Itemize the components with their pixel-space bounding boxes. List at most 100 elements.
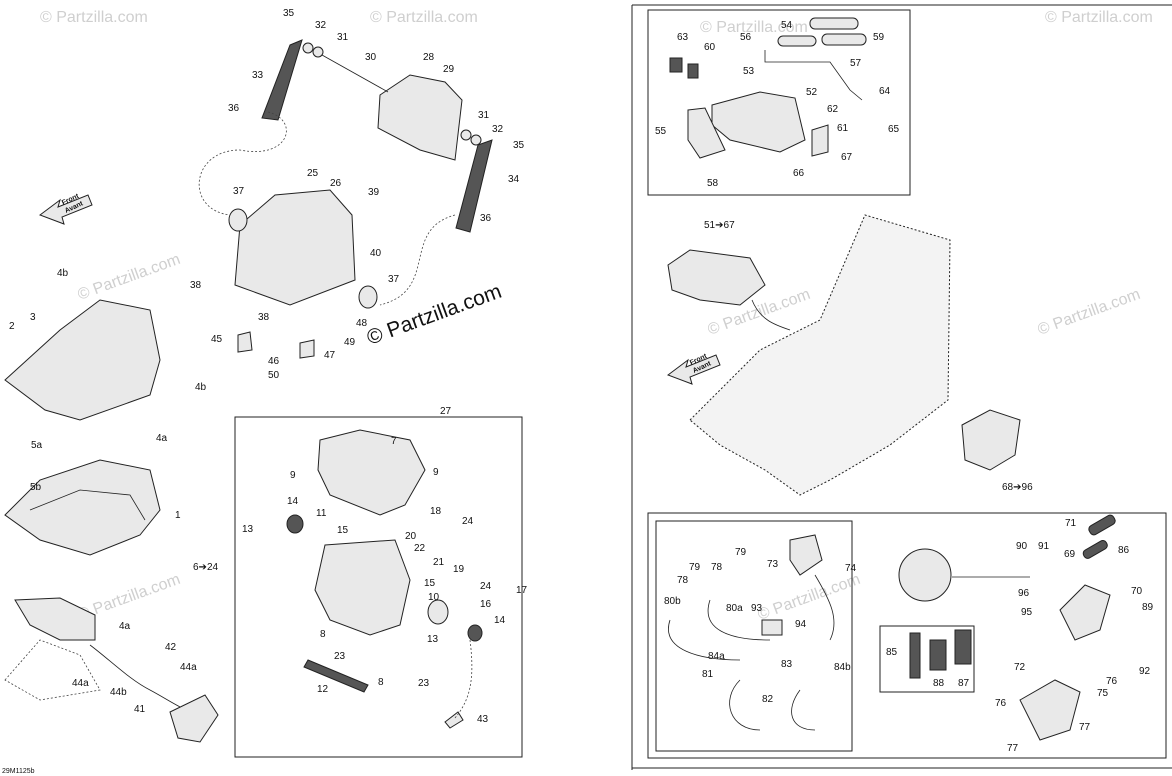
bracket-62 <box>811 124 829 157</box>
washer-32b <box>470 134 482 146</box>
watermark-1: © Partzilla.com <box>40 9 148 26</box>
callout-53: 53 <box>743 66 755 77</box>
backrest-pad <box>377 74 463 161</box>
callout-32b: 32 <box>492 124 504 135</box>
callout-35a: 35 <box>283 8 295 19</box>
plug-86 <box>1082 540 1108 559</box>
grip-59 <box>821 33 867 46</box>
callout-36b: 36 <box>480 213 492 224</box>
callout-32a: 32 <box>315 20 327 31</box>
watermark-7: © Partzilla.com <box>1036 286 1143 339</box>
callout-16: 16 <box>480 599 492 610</box>
cover-68 <box>961 409 1021 471</box>
callout-34: 34 <box>508 174 520 185</box>
wire-80a <box>707 599 771 641</box>
callout-78a: 78 <box>677 575 689 586</box>
callout-55: 55 <box>655 126 667 137</box>
callout-13a: 13 <box>242 524 254 535</box>
handle-wire <box>751 299 791 331</box>
callout-72: 72 <box>1014 662 1026 673</box>
callout-23a: 23 <box>334 651 346 662</box>
washer-32a <box>302 42 314 54</box>
callout-4b-a: 4b <box>57 268 69 279</box>
callout-9b: 9 <box>433 467 439 478</box>
callout-6to24: 6➔24 <box>193 562 219 573</box>
callout-38b: 38 <box>258 312 270 323</box>
callout-80b: 80b <box>664 596 681 607</box>
callout-51to67: 51➔67 <box>704 220 735 231</box>
arrow-shape <box>666 354 721 385</box>
callout-39: 39 <box>368 187 380 198</box>
callout-62: 62 <box>827 104 839 115</box>
callout-79a: 79 <box>689 562 701 573</box>
callout-57: 57 <box>850 58 862 69</box>
knob-37b <box>358 285 378 309</box>
callout-14a: 14 <box>287 496 299 507</box>
callout-20: 20 <box>405 531 417 542</box>
handle-bar-57 <box>764 50 863 101</box>
callout-77a: 77 <box>1079 722 1091 733</box>
callout-59: 59 <box>873 32 885 43</box>
pulley-14a <box>286 514 304 534</box>
seat-back-cushion <box>234 189 356 306</box>
callout-47: 47 <box>324 350 336 361</box>
callout-4b-b: 4b <box>195 382 207 393</box>
switch-85 <box>909 632 921 679</box>
front-arrow-right: Front Avant <box>666 353 721 385</box>
callout-86: 86 <box>1118 545 1130 556</box>
callout-64: 64 <box>879 86 891 97</box>
callout-69: 69 <box>1064 549 1076 560</box>
callout-7: 7 <box>391 436 397 447</box>
watermark-2: © Partzilla.com <box>370 9 478 26</box>
handle-assembly-51 <box>667 249 766 306</box>
handle-housing <box>711 91 806 153</box>
callout-43: 43 <box>477 714 489 725</box>
callout-15a: 15 <box>337 525 349 536</box>
bracket-45 <box>237 331 253 353</box>
callout-70: 70 <box>1131 586 1143 597</box>
callout-23b: 23 <box>418 678 430 689</box>
harness-wire <box>89 644 191 713</box>
callout-96: 96 <box>1018 588 1030 599</box>
harness-dash <box>4 639 101 701</box>
handlebar-heater <box>14 597 96 641</box>
washer-31b <box>460 129 472 141</box>
callout-89: 89 <box>1142 602 1154 613</box>
callout-81: 81 <box>702 669 714 680</box>
callout-95: 95 <box>1021 607 1033 618</box>
watermark-4: © Partzilla.com <box>1045 9 1153 26</box>
callout-25: 25 <box>307 168 319 179</box>
callout-8a: 8 <box>320 629 326 640</box>
callout-24a: 24 <box>462 516 474 527</box>
cap-43 <box>444 711 464 729</box>
callout-33: 33 <box>252 70 264 81</box>
callout-84a: 84a <box>708 651 725 662</box>
callout-1: 1 <box>175 510 181 521</box>
callout-38a: 38 <box>190 280 202 291</box>
callout-56: 56 <box>740 32 752 43</box>
callout-46: 46 <box>268 356 280 367</box>
pulley-14b <box>467 624 483 642</box>
knob-37a <box>228 208 248 232</box>
callout-93: 93 <box>751 603 763 614</box>
callout-44a-a: 44a <box>180 662 197 673</box>
connector-detail <box>898 548 952 602</box>
front-arrow-left: Front Avant <box>38 193 93 225</box>
callout-17: 17 <box>516 585 528 596</box>
cable-upper <box>198 111 287 216</box>
callout-44a-b: 44a <box>72 678 89 689</box>
bracket-right <box>455 139 493 233</box>
seat-base <box>4 459 161 556</box>
bracket-left <box>261 39 303 121</box>
callout-5a: 5a <box>31 440 43 451</box>
callout-94: 94 <box>795 619 807 630</box>
part-63 <box>669 57 683 73</box>
callout-9a: 9 <box>290 470 296 481</box>
callout-31b: 31 <box>478 110 490 121</box>
watermark-9: © Partzilla.com <box>756 571 863 624</box>
callout-10: 10 <box>428 592 440 603</box>
callout-35b: 35 <box>513 140 525 151</box>
callout-3: 3 <box>30 312 36 323</box>
callout-91: 91 <box>1038 541 1050 552</box>
